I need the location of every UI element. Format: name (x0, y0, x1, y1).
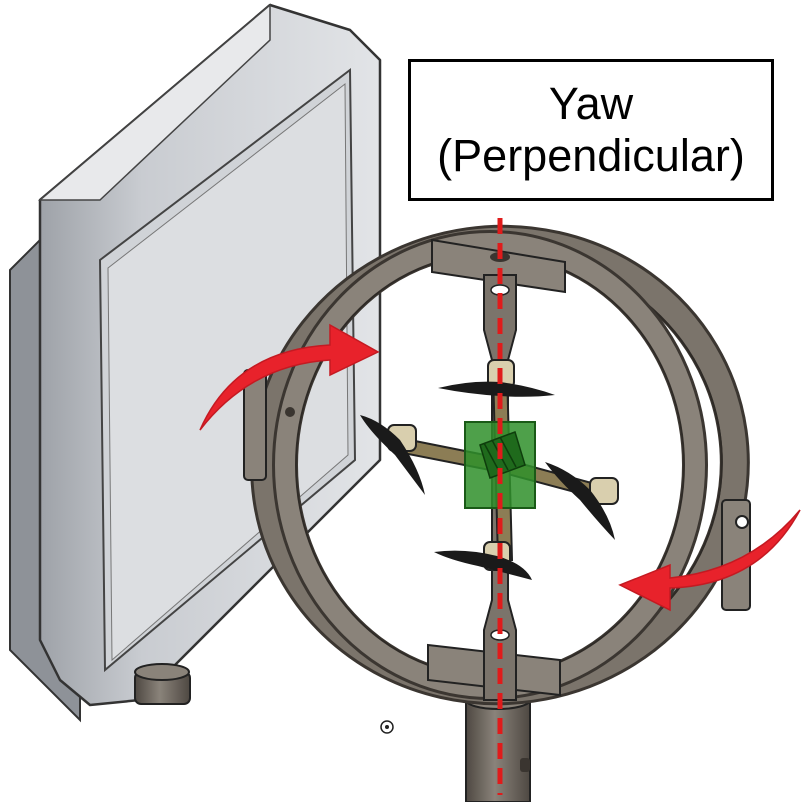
propellers (360, 381, 615, 580)
drone-frame (360, 359, 619, 580)
rotation-arrow-icon-right (618, 509, 801, 612)
rotation-arrow-icon-left (199, 323, 380, 431)
center-marker-icon (380, 720, 394, 734)
yaw-label-subtitle: (Perpendicular) (437, 130, 745, 181)
yaw-label-box: Yaw (Perpendicular) (408, 59, 774, 201)
yaw-label-title: Yaw (548, 78, 634, 129)
